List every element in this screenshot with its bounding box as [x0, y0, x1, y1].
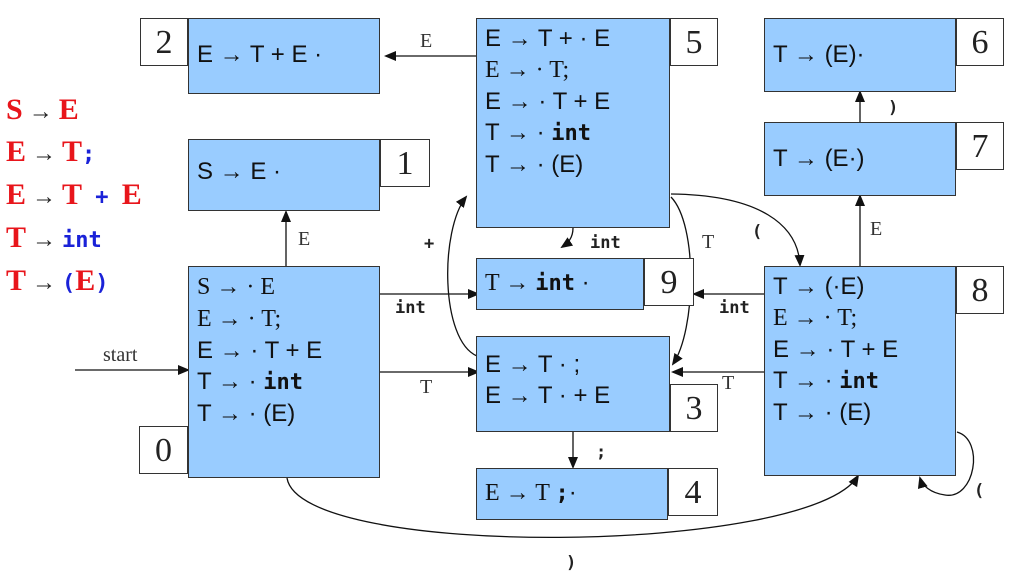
grammar-arrow: → [22, 99, 59, 125]
state-0-items: S → · E E → · T; E → · T + E T → · int T… [197, 271, 322, 429]
grammar-rule: E → T; [6, 132, 142, 175]
state-item: T → · int [485, 119, 591, 146]
edge-label-8-3: T [722, 372, 735, 394]
state-item: E → · T; [197, 306, 282, 332]
state-2: E → T + E · [188, 18, 380, 94]
state-item: E → · T + E [197, 337, 323, 364]
state-item: E → T ;· [485, 479, 577, 506]
edge-label-5-8: ( [752, 222, 763, 242]
state-item: E → T · + E [485, 382, 611, 409]
state-item: E → · T; [773, 305, 858, 331]
state-item: E → · T + E [773, 336, 899, 363]
edge-label-7-6: ) [888, 98, 899, 118]
state-item: E → T + · E [485, 25, 611, 52]
grammar-terminal: int [62, 228, 102, 253]
grammar-rule: T → int [6, 218, 142, 261]
state-item: E → T · ; [485, 351, 581, 378]
state-item: T → · int [197, 368, 303, 395]
state-item: T → int · [485, 269, 590, 296]
edge-label-0-3: T [420, 376, 433, 398]
edge-label-8-8: ( [974, 481, 985, 501]
grammar-nonterminal: E [121, 178, 142, 211]
edge-label-5-3: T [702, 231, 715, 253]
state-3: E → T · ; E → T · + E [476, 336, 670, 432]
grammar-terminal: + [82, 185, 122, 210]
edge-label-5-2: E [420, 30, 433, 52]
edge-label-start: start [103, 344, 138, 366]
grammar-nonterminal: T [62, 178, 83, 211]
grammar-lhs: T [6, 221, 27, 254]
edge-label-3-4: ; [596, 442, 607, 462]
grammar-lhs: T [6, 264, 27, 297]
grammar-nonterminal: E [75, 264, 96, 297]
edge-5-8 [670, 193, 805, 267]
state-3-number: 3 [670, 384, 718, 432]
edge-5-9 [560, 227, 574, 249]
grammar-terminal: ) [95, 271, 109, 296]
state-item: T → (E·) [773, 145, 865, 172]
grammar-arrow: → [26, 270, 63, 296]
edge-label-8-7: E [870, 218, 883, 240]
state-item: S → E · [197, 158, 282, 185]
state-9-number: 9 [644, 258, 694, 306]
edge-label-3-5: + [424, 234, 435, 254]
state-8: T → (·E) E → · T; E → · T + E T → · int … [764, 266, 956, 476]
grammar-arrow: → [26, 184, 63, 210]
grammar-arrow: → [26, 141, 63, 167]
grammar-nonterminal: E [58, 93, 79, 126]
grammar-rule: S → E [6, 90, 142, 132]
edge-0-8 [286, 474, 860, 539]
state-item: T → · (E) [197, 400, 296, 427]
state-item: E → · T; [485, 57, 570, 83]
edge-label-0-1: E [298, 228, 311, 250]
state-item: S → · E [197, 274, 275, 300]
state-7-number: 7 [956, 122, 1004, 170]
state-item: T → · int [773, 367, 879, 394]
edge-label-5-9: int [590, 233, 621, 253]
state-item: T → (·E) [773, 273, 865, 300]
state-5-number: 5 [670, 18, 718, 66]
state-1-number: 1 [380, 139, 430, 187]
edge-label-0-8: ) [566, 553, 577, 573]
edge-label-8-9: int [719, 298, 750, 318]
state-item: E → · T + E [485, 88, 611, 115]
grammar-terminal: ( [62, 271, 76, 296]
state-6-number: 6 [956, 18, 1004, 66]
grammar-arrow: → [26, 227, 63, 253]
state-2-number: 2 [140, 18, 188, 66]
state-item: T → · (E) [773, 399, 872, 426]
state-6: T → (E)· [764, 18, 956, 92]
state-4: E → T ;· [476, 468, 668, 520]
edge-label-0-9: int [395, 298, 426, 318]
state-0-number: 0 [139, 426, 188, 474]
state-item: T → · (E) [485, 151, 584, 178]
state-5: E → T + · E E → · T; E → · T + E T → · i… [476, 18, 670, 228]
grammar-rule: E → T + E [6, 175, 142, 218]
state-4-number: 4 [668, 468, 718, 516]
state-7: T → (E·) [764, 122, 956, 196]
grammar-lhs: E [6, 178, 27, 211]
edge-3-5 [447, 195, 478, 357]
grammar-nonterminal: T [62, 135, 83, 168]
grammar-rule: T → (E) [6, 261, 142, 304]
state-8-number: 8 [956, 266, 1004, 314]
state-item: T → (E)· [773, 41, 865, 68]
grammar-lhs: E [6, 135, 27, 168]
state-0: S → · E E → · T; E → · T + E T → · int T… [188, 266, 380, 478]
edge-8-8 [917, 431, 974, 496]
grammar-terminal: ; [82, 142, 96, 167]
state-9: T → int · [476, 258, 644, 310]
state-1: S → E · [188, 139, 380, 211]
state-item: E → T + E · [197, 41, 323, 68]
grammar-lhs: S [6, 93, 23, 126]
